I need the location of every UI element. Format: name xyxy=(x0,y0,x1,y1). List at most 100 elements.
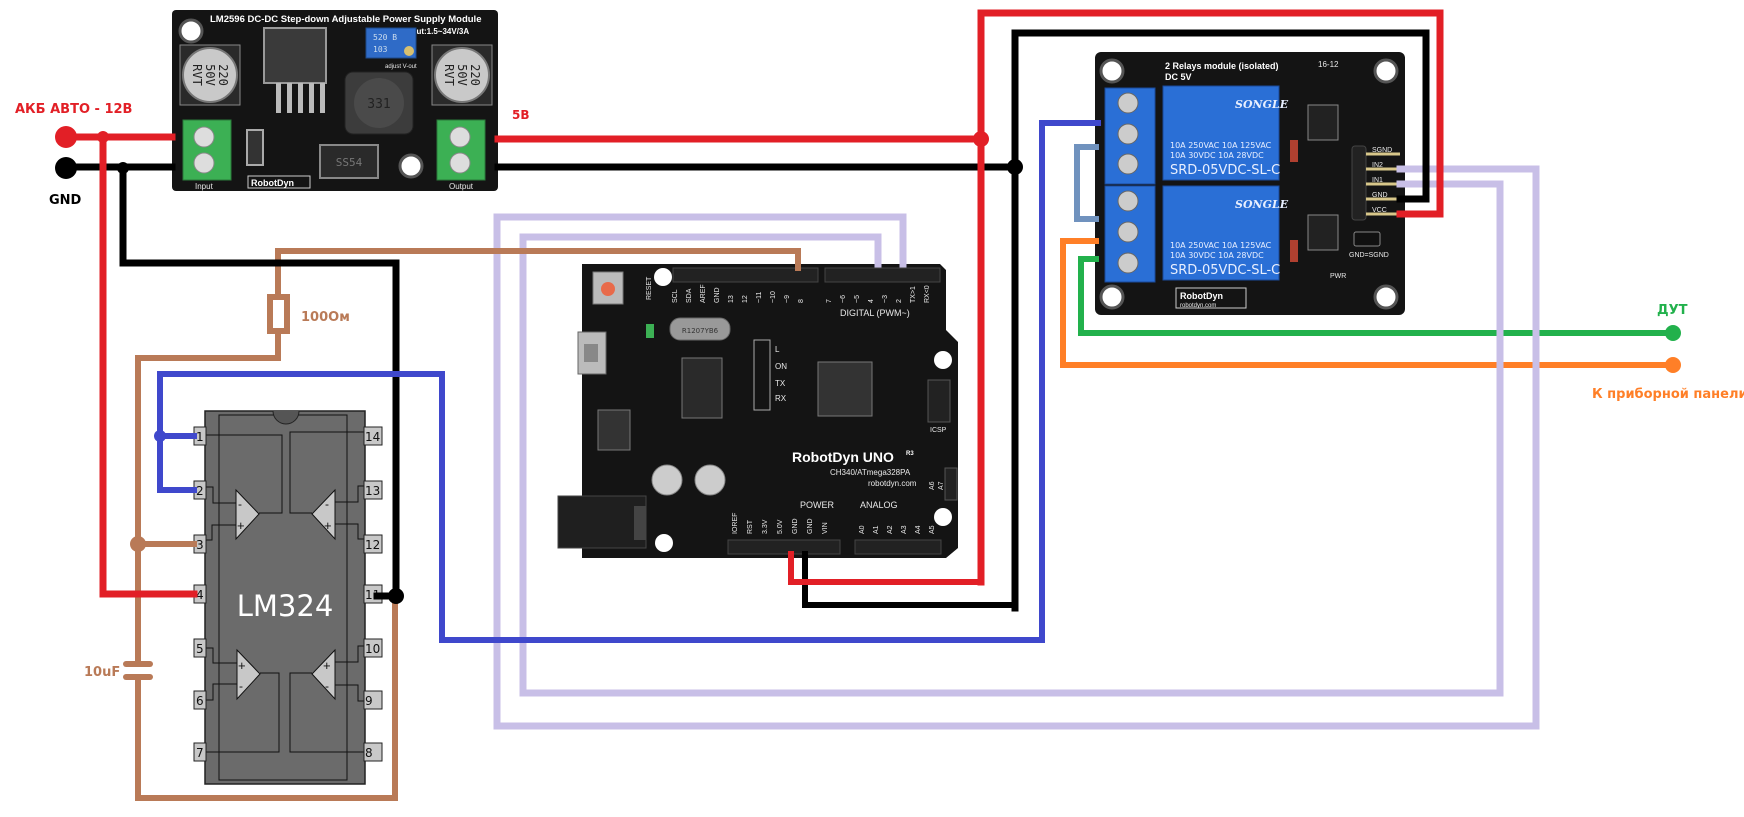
svg-text:220: 220 xyxy=(216,64,230,86)
gnd-sgnd-jumper[interactable]: GND=SGND xyxy=(1349,231,1389,259)
usb-port[interactable] xyxy=(577,331,607,375)
voltage-regulator xyxy=(597,409,631,451)
header-pin-sgnd: SGND xyxy=(1366,147,1400,156)
digital-pin-label: ~9 xyxy=(784,295,791,303)
svg-text:ICSP: ICSP xyxy=(930,427,947,434)
dashboard-terminal[interactable] xyxy=(1665,357,1681,373)
output-terminal-block: Output xyxy=(436,119,486,191)
board-brand: RobotDyn UNO R3 CH340/ATmega328PA robotd… xyxy=(792,449,917,488)
svg-text:220: 220 xyxy=(468,64,482,86)
svg-text:robotdyn.com: robotdyn.com xyxy=(1180,303,1216,309)
dut-terminal[interactable] xyxy=(1665,325,1681,341)
lm324-pin-2: 2 xyxy=(193,480,207,500)
opamp-4: + - xyxy=(311,648,336,701)
digital-pin-label: SDA xyxy=(686,288,693,303)
svg-text:ON: ON xyxy=(775,362,787,371)
mounting-hole xyxy=(934,508,952,526)
battery-negative-terminal[interactable] xyxy=(55,157,77,179)
wire-in2-signal xyxy=(493,165,1540,730)
svg-text:10: 10 xyxy=(365,642,380,656)
battery-label: АКБ АВТО - 12В xyxy=(15,102,132,117)
lm324-pin-10: 10 xyxy=(363,638,383,658)
relay-brand-logo: RobotDyn robotdyn.com xyxy=(1175,287,1247,309)
svg-text:10A 30VDC 10A 28VDC: 10A 30VDC 10A 28VDC xyxy=(1170,251,1264,260)
lm324-pin-13: 13 xyxy=(363,480,383,500)
relay-module-title: 2 Relays module (isolated) xyxy=(1165,61,1279,71)
svg-text:4: 4 xyxy=(196,588,204,602)
pwr-led-label: PWR xyxy=(1330,273,1346,280)
capacitor-left: 220 50V RVT xyxy=(179,44,241,106)
svg-text:12: 12 xyxy=(365,538,380,552)
dashboard-label: К приборной панели xyxy=(1592,387,1744,402)
trimmer-potentiometer: 520 B 103 adjust V-out xyxy=(365,27,417,70)
digital-pin-label: ~10 xyxy=(770,291,777,303)
power-pin-label: RST xyxy=(747,519,754,534)
mounting-hole xyxy=(178,18,204,44)
svg-text:6: 6 xyxy=(196,694,204,708)
analog-header xyxy=(854,539,942,555)
svg-text:13: 13 xyxy=(365,484,380,498)
svg-text:IN1: IN1 xyxy=(1372,177,1383,184)
svg-text:-: - xyxy=(238,497,242,511)
svg-text:8: 8 xyxy=(365,746,373,760)
svg-text:SONGLE: SONGLE xyxy=(1235,198,1289,211)
svg-text:SONGLE: SONGLE xyxy=(1235,98,1289,111)
svg-text:7: 7 xyxy=(196,746,204,760)
svg-text:RVT: RVT xyxy=(190,64,204,86)
mounting-hole xyxy=(1099,58,1125,84)
wire-gnd-relay xyxy=(1011,29,1430,612)
svg-text:RobotDyn: RobotDyn xyxy=(251,178,294,188)
reset-button[interactable]: RESET xyxy=(592,271,653,305)
svg-text:A6: A6 xyxy=(929,481,936,490)
svg-text:+: + xyxy=(238,658,246,673)
lm324-pin-14: 14 xyxy=(363,426,383,446)
junction-dot xyxy=(1007,159,1023,175)
svg-text:50V: 50V xyxy=(455,64,469,86)
opamp-3: + - xyxy=(236,648,261,701)
svg-text:SRD-05VDC-SL-C: SRD-05VDC-SL-C xyxy=(1170,263,1280,278)
svg-text:RobotDyn: RobotDyn xyxy=(1180,291,1223,301)
digital-pin-label: 13 xyxy=(728,295,735,303)
capacitor-label: 10uF xyxy=(84,665,120,680)
wire-opamp-to-relay xyxy=(157,120,1101,643)
svg-text:10A 250VAC 10A 125VAC: 10A 250VAC 10A 125VAC xyxy=(1170,141,1272,150)
svg-text:-: - xyxy=(325,679,329,693)
svg-text:R3: R3 xyxy=(906,451,914,457)
power-pin-label: IOREF xyxy=(732,513,739,534)
svg-text:+: + xyxy=(324,518,332,533)
lm2596-ic xyxy=(263,27,327,113)
analog-pin-label: A3 xyxy=(901,525,908,534)
lm324-body xyxy=(204,410,366,785)
opamp-1: - + xyxy=(235,488,260,541)
svg-text:R1207YB6: R1207YB6 xyxy=(682,327,719,335)
dc-power-jack[interactable] xyxy=(557,495,647,549)
ch340-chip xyxy=(681,357,723,419)
svg-text:14: 14 xyxy=(365,430,380,444)
svg-text:VCC: VCC xyxy=(1372,207,1387,214)
relay-2-terminal-block xyxy=(1104,185,1156,283)
svg-text:+: + xyxy=(323,658,331,673)
svg-text:1: 1 xyxy=(196,430,204,444)
smd-component xyxy=(246,129,264,166)
digital-pin-label: ~6 xyxy=(840,295,847,303)
schottky-diode: SS54 xyxy=(319,144,379,179)
wire-dut xyxy=(1078,256,1676,336)
led xyxy=(1290,240,1298,262)
svg-text:SGND: SGND xyxy=(1372,147,1392,154)
resistor-label: 100Ом xyxy=(301,310,350,325)
header-pin-in1: IN1 xyxy=(1366,177,1400,186)
lm324-chip: LM324 - + - + + - + - xyxy=(193,410,383,785)
wire-pin9-to-resistor xyxy=(275,248,801,301)
lm324-pin-5: 5 xyxy=(193,638,207,658)
wire-5v-arduino xyxy=(788,551,984,585)
svg-text:103: 103 xyxy=(373,45,388,54)
battery-positive-terminal[interactable] xyxy=(55,126,77,148)
wire-5v-relay xyxy=(977,9,1444,586)
svg-text:Input: Input xyxy=(195,182,214,191)
analog-label: ANALOG xyxy=(860,500,898,510)
icsp-header: ICSP xyxy=(927,379,951,434)
led xyxy=(1290,140,1298,162)
